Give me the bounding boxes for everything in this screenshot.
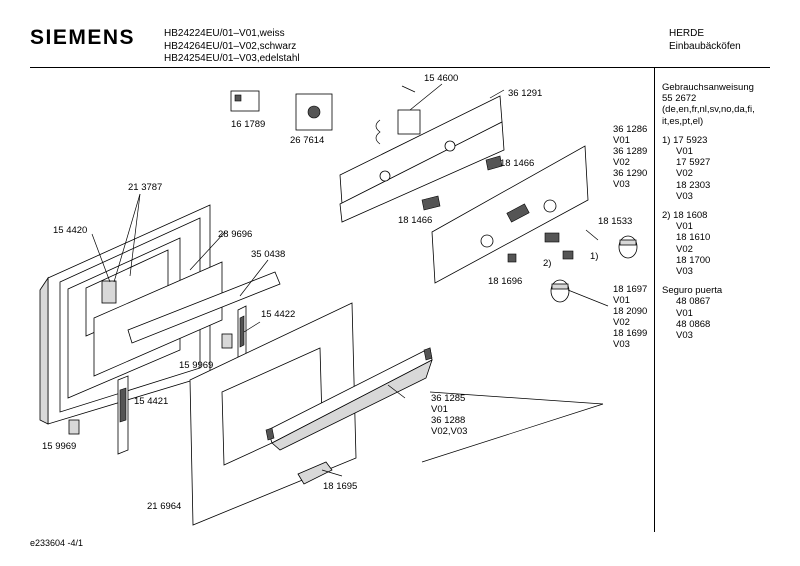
product-category: Einbaubäcköfen: [669, 40, 741, 52]
part-variant: 18 2090: [613, 306, 647, 317]
part-label-154600: 15 4600: [424, 73, 458, 84]
right-hinge-part: [237, 305, 247, 369]
manual-languages: (de,en,fr,nl,sv,no,da,fi,: [662, 104, 755, 116]
variant-line: V03: [676, 190, 693, 202]
leader-lines: [91, 85, 609, 477]
part-variant: V02,V03: [431, 426, 467, 437]
screw-part: [421, 195, 441, 211]
part-label-267614: 26 7614: [290, 135, 324, 146]
part-variant: V03: [613, 339, 630, 350]
screw-part: [485, 155, 503, 171]
display-window-part: [544, 232, 560, 243]
part-label-216964: 21 6964: [147, 501, 181, 512]
part-variant: 36 1286: [613, 124, 647, 135]
part-variant: V01: [613, 135, 630, 146]
company-name: HERDE: [669, 28, 705, 39]
control-panel-front-part: [431, 145, 589, 284]
part-label-181466: 18 1466: [500, 158, 534, 169]
variant-line: 48 0868: [676, 318, 711, 330]
part-label-154420: 15 4420: [53, 225, 87, 236]
selector-switch-part: [295, 93, 333, 131]
brand-logo: SIEMENS: [30, 26, 136, 49]
part-label-289696: 28 9696: [218, 229, 252, 240]
variant-line: V03: [676, 330, 693, 342]
part-variant: V01: [613, 295, 630, 306]
part-variant: 36 1288: [431, 415, 465, 426]
part-label-181696: 18 1696: [488, 276, 522, 287]
knob-part: [550, 279, 570, 303]
light-clip-part: [507, 253, 517, 263]
sidebar-notes: Gebrauchsanweisung 55 2672 (de,en,fr,nl,…: [662, 82, 772, 349]
model-line: HB24264EU/01–V02,schwarz: [164, 40, 297, 52]
part-label-154422: 15 4422: [261, 309, 295, 320]
variant-line: 17 5927: [676, 157, 711, 169]
part-label-350438: 35 0438: [251, 249, 285, 260]
variant-line: V01: [676, 307, 693, 319]
variant-line: 48 0867: [676, 296, 711, 308]
variant-marker: 2): [543, 258, 551, 269]
variant-marker: 1): [590, 251, 598, 262]
footer-code: e233604 -4/1: [30, 538, 84, 548]
switch-module-part: [230, 90, 260, 112]
variant-line: 18 1700: [676, 254, 711, 266]
manual-block: Gebrauchsanweisung 55 2672 (de,en,fr,nl,…: [662, 82, 772, 127]
control-panel-frame-part: [339, 95, 505, 223]
hinge-block-part: [68, 419, 80, 435]
thermostat-part: [375, 83, 443, 145]
model-line: HB24254EU/01–V03,edelstahl: [164, 53, 300, 64]
part-variant: 36 1285: [431, 393, 465, 404]
variant-line: V03: [676, 266, 693, 278]
variant-line: 2) 18 1608: [662, 210, 708, 222]
handle-cap-part: [297, 461, 333, 485]
part-variant: 36 1289: [613, 146, 647, 157]
part-label-181695: 18 1695: [323, 481, 357, 492]
door-handle-part: [265, 347, 433, 451]
part-label-154421: 15 4421: [134, 396, 168, 407]
left-hinge-part: [117, 375, 129, 455]
model-line: HB24224EU/01–V01,weiss: [164, 28, 285, 39]
door-lock-label: Seguro puerta: [662, 285, 723, 297]
variant-line: 18 1610: [676, 232, 711, 244]
variant-line: V01: [676, 221, 693, 233]
part-label-159969: 15 9969: [42, 441, 76, 452]
part-label-213787: 21 3787: [128, 182, 162, 193]
part-variant: V01: [431, 404, 448, 415]
manual-number: 55 2672: [662, 93, 697, 105]
header-divider: [30, 67, 770, 68]
variant-line: V02: [676, 168, 693, 180]
part-variant: V03: [613, 179, 630, 190]
part-label-161789: 16 1789: [231, 119, 265, 130]
part-variant: 18 1699: [613, 328, 647, 339]
variant-line: 1) 17 5923: [662, 134, 708, 146]
manual-languages: it,es,pt,el): [662, 115, 704, 127]
sidebar-divider: [654, 67, 655, 532]
model-list: HB24224EU/01–V01,weiss HB24264EU/01–V02,…: [164, 28, 300, 66]
variant-line: 18 2303: [676, 179, 711, 191]
seal-clip-part: [101, 280, 117, 304]
part-variant: V02: [613, 317, 630, 328]
switch-spring-part: [562, 250, 574, 260]
part-label-181466: 18 1466: [398, 215, 432, 226]
manual-label: Gebrauchsanweisung: [662, 82, 754, 93]
part-variant: V02: [613, 157, 630, 168]
part-label-181533: 18 1533: [598, 216, 632, 227]
company-block: HERDE Einbaubäcköfen: [669, 28, 741, 53]
variant-line: V02: [676, 243, 693, 255]
glass-holder-part: [127, 271, 281, 344]
part-label-361291: 36 1291: [508, 88, 542, 99]
part-variant: 36 1290: [613, 168, 647, 179]
part-label-159969: 15 9969: [179, 360, 213, 371]
hinge-block-part: [221, 333, 233, 349]
part-variant: 18 1697: [613, 284, 647, 295]
knob-part: [618, 235, 638, 259]
variant-line: V01: [676, 146, 693, 158]
